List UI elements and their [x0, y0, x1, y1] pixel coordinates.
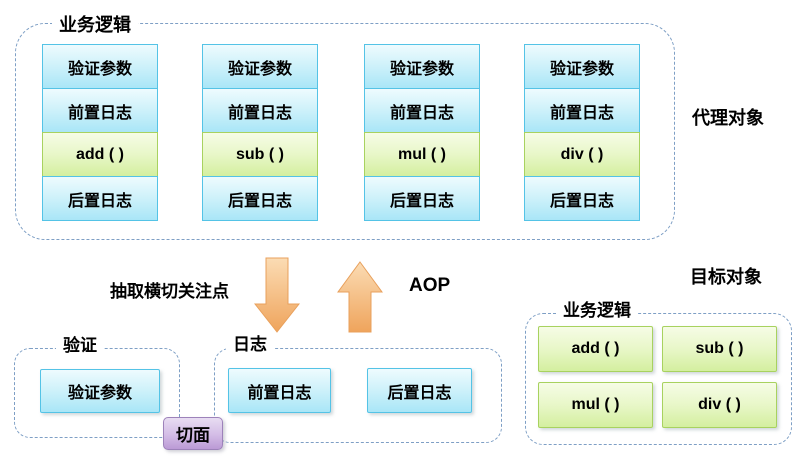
aspect-tag: 切面	[163, 417, 223, 450]
proxy-group-container	[15, 23, 675, 240]
box-method-div: div ( )	[662, 382, 777, 428]
proxy-column-add: 验证参数 前置日志 add ( ) 后置日志	[42, 44, 158, 221]
cell-post-log: 后置日志	[202, 176, 318, 221]
box-method-mul: mul ( )	[538, 382, 653, 428]
target-group-container	[525, 313, 792, 445]
arrow-down-icon	[254, 257, 300, 333]
box-method-sub: sub ( )	[662, 326, 777, 372]
cell-pre-log: 前置日志	[524, 88, 640, 133]
box-validate-params: 验证参数	[40, 369, 160, 413]
proxy-group-label: 业务逻辑	[52, 11, 138, 40]
cell-validate-params: 验证参数	[364, 44, 480, 89]
cell-validate-params: 验证参数	[524, 44, 640, 89]
box-method-add: add ( )	[538, 326, 653, 372]
log-group-container	[214, 348, 502, 443]
validation-group-label: 验证	[56, 331, 104, 359]
cell-post-log: 后置日志	[42, 176, 158, 221]
arrow-up-icon	[337, 261, 383, 333]
proxy-column-mul: 验证参数 前置日志 mul ( ) 后置日志	[364, 44, 480, 221]
cell-post-log: 后置日志	[524, 176, 640, 221]
cell-validate-params: 验证参数	[202, 44, 318, 89]
target-side-label: 目标对象	[690, 267, 762, 287]
cell-method-mul: mul ( )	[364, 132, 480, 177]
cell-pre-log: 前置日志	[202, 88, 318, 133]
box-post-log: 后置日志	[367, 368, 472, 413]
target-group-label: 业务逻辑	[556, 296, 638, 324]
cell-method-div: div ( )	[524, 132, 640, 177]
proxy-column-sub: 验证参数 前置日志 sub ( ) 后置日志	[202, 44, 318, 221]
aop-label: AOP	[409, 275, 451, 296]
cell-post-log: 后置日志	[364, 176, 480, 221]
cell-method-add: add ( )	[42, 132, 158, 177]
cell-validate-params: 验证参数	[42, 44, 158, 89]
cell-method-sub: sub ( )	[202, 132, 318, 177]
extract-crosscut-label: 抽取横切关注点	[110, 282, 229, 301]
box-pre-log: 前置日志	[228, 368, 331, 413]
proxy-side-label: 代理对象	[692, 108, 764, 128]
proxy-column-div: 验证参数 前置日志 div ( ) 后置日志	[524, 44, 640, 221]
cell-pre-log: 前置日志	[42, 88, 158, 133]
cell-pre-log: 前置日志	[364, 88, 480, 133]
log-group-label: 日志	[226, 330, 274, 358]
